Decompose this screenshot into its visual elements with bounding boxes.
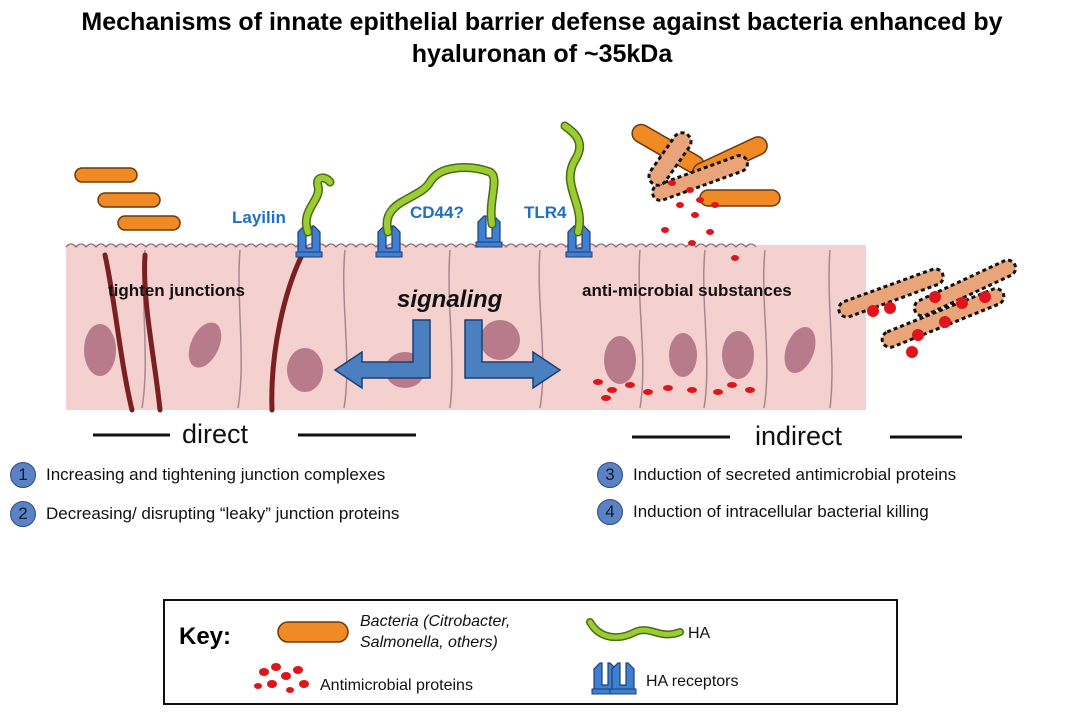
mechanism-text: Induction of intracellular bacterial kil…: [633, 502, 929, 521]
mechanism-item: 2 Decreasing/ disrupting “leaky” junctio…: [10, 501, 399, 527]
key-antimicrobial-icon: [254, 663, 309, 693]
mechanism-item: 3 Induction of secreted antimicrobial pr…: [597, 462, 956, 488]
nucleus: [188, 322, 222, 368]
figure-title: Mechanisms of innate epithelial barrier …: [0, 6, 1084, 70]
mechanism-item: 1 Increasing and tightening junction com…: [10, 462, 385, 488]
mechanism-text: Induction of secreted antimicrobial prot…: [633, 465, 957, 484]
mechanism-item: 4 Induction of intracellular bacterial k…: [597, 499, 929, 525]
mechanism-number-badge: 3: [597, 462, 623, 488]
nucleus: [784, 326, 816, 374]
legend-bacteria-line-1: Bacteria (Citrobacter,: [360, 613, 511, 630]
mechanism-text: Decreasing/ disrupting “leaky” junction …: [46, 504, 400, 523]
receptor-label-tlr4: TLR4: [524, 203, 567, 222]
tight-junction-strands: [102, 252, 305, 413]
section-direct: direct: [182, 419, 249, 449]
label-signaling: signaling: [397, 286, 503, 313]
label-tighten-junctions: tighten junctions: [108, 281, 245, 300]
nucleus: [669, 333, 697, 377]
mechanism-number-badge: 4: [597, 499, 623, 525]
nucleus: [722, 331, 754, 379]
bacteria-cluster-left: [74, 167, 181, 231]
mechanism-text: Increasing and tightening junction compl…: [46, 465, 386, 484]
signaling-arrow-right: [464, 319, 562, 390]
receptor-label-layilin: Layilin: [232, 208, 286, 227]
legend-title: Key:: [179, 623, 232, 650]
section-indirect: indirect: [755, 421, 843, 451]
nucleus: [287, 348, 323, 392]
legend-box: Key: Bacteria (Citrobacter, Salmonella, …: [163, 599, 898, 705]
legend-bacteria-line-2: Salmonella, others): [360, 634, 498, 651]
legend-antimicrobial-label: Antimicrobial proteins: [320, 677, 473, 694]
section-lines: [93, 433, 962, 439]
signaling-arrow-left: [333, 319, 431, 390]
key-bacterium-icon: [277, 621, 349, 643]
mechanism-number-badge: 1: [10, 462, 36, 488]
legend-bacteria-label: Bacteria (Citrobacter, Salmonella, other…: [360, 611, 510, 653]
receptor-label-cd44: CD44?: [410, 203, 464, 222]
label-antimicrobial-substances: anti-microbial substances: [582, 281, 792, 300]
key-ha-icon: [586, 618, 684, 642]
nucleus: [604, 336, 636, 384]
legend-ha-label: HA: [688, 625, 711, 642]
nucleus: [480, 320, 520, 360]
title-line-1: Mechanisms of innate epithelial barrier …: [81, 8, 1003, 36]
title-line-2: hyaluronan of ~35kDa: [411, 40, 673, 68]
nucleus: [84, 324, 116, 376]
legend-ha-receptors-label: HA receptors: [646, 673, 739, 690]
antimicrobial-dots: [593, 180, 991, 401]
mechanism-number-badge: 2: [10, 501, 36, 527]
bacteria-cluster-top-right: [631, 123, 781, 207]
